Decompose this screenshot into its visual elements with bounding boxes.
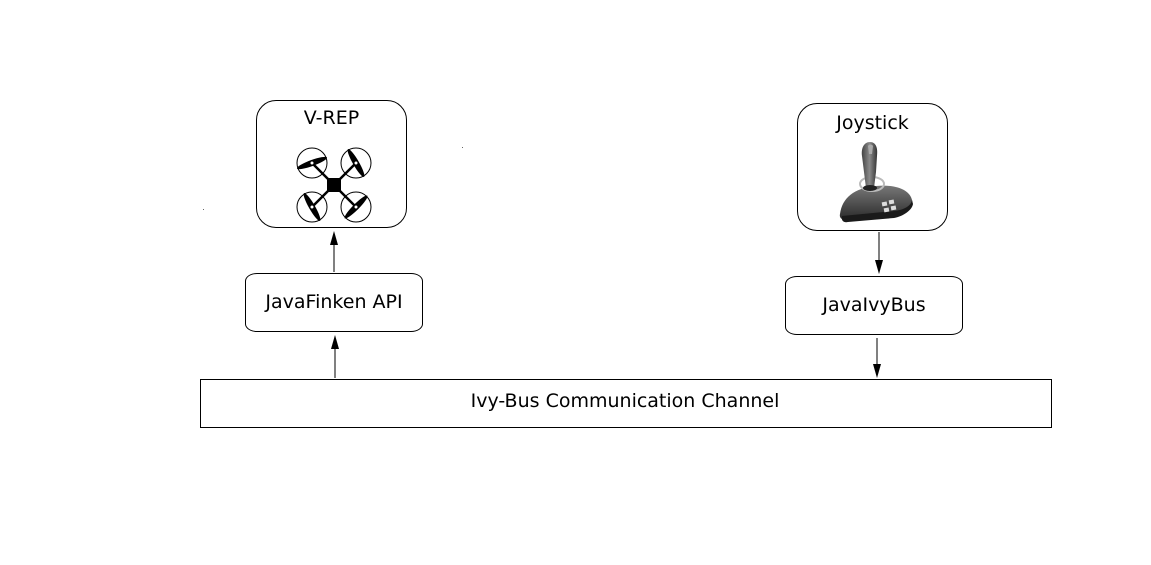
speck bbox=[462, 147, 463, 148]
vrep-node: V-REP bbox=[256, 100, 407, 228]
ivy-bus-channel-label: Ivy-Bus Communication Channel bbox=[470, 390, 780, 412]
arrow-javafinken-to-vrep bbox=[330, 231, 338, 272]
vrep-label: V-REP bbox=[303, 107, 360, 129]
javaivybus-label: JavaIvyBus bbox=[822, 294, 926, 316]
arrow-bus-to-javafinken bbox=[331, 335, 339, 378]
javaivybus-node: JavaIvyBus bbox=[785, 276, 963, 335]
speck bbox=[203, 209, 204, 210]
arrow-joystick-to-javaivybus bbox=[875, 232, 883, 274]
joystick-label: Joystick bbox=[836, 112, 909, 134]
ivy-bus-channel-node: Ivy-Bus Communication Channel bbox=[200, 379, 1052, 428]
joystick-icon bbox=[839, 142, 913, 223]
javafinken-api-label: JavaFinken API bbox=[265, 291, 403, 313]
quadcopter-icon bbox=[296, 147, 372, 223]
javafinken-api-node: JavaFinken API bbox=[245, 273, 423, 332]
arrow-javaivybus-to-bus bbox=[873, 338, 881, 378]
joystick-node: Joystick bbox=[797, 103, 948, 231]
